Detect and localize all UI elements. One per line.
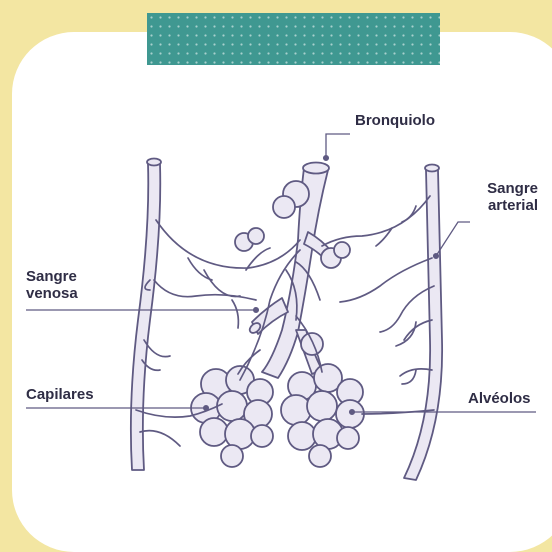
label-capilares: Capilares (26, 386, 94, 403)
right-vessel-opening (425, 165, 439, 172)
left-blood-vessel (131, 164, 160, 470)
alveoli-diagram (0, 0, 552, 532)
label-alveolos: Alvéolos (468, 390, 531, 407)
left-vessel-opening (147, 159, 161, 166)
label-sangre-arterial: Sangre arterial (476, 180, 538, 214)
label-bronquiolo: Bronquiolo (355, 112, 435, 129)
alveoli-cluster-left (191, 366, 273, 467)
alveoli-cluster-right (281, 364, 364, 467)
bronchiole-opening (303, 163, 329, 174)
label-sangre-venosa: Sangre venosa (26, 268, 78, 302)
